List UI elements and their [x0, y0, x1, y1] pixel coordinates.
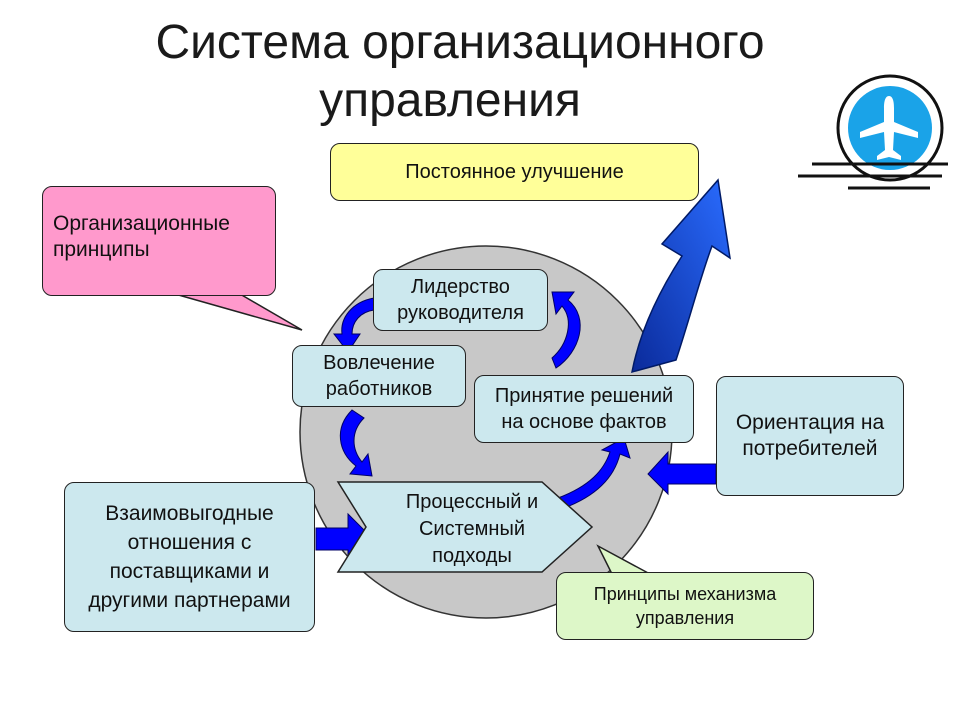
partners-label: Взаимовыгодные отношения с поставщиками …	[88, 502, 291, 612]
mechanism-label: Принципы механизма управления	[593, 584, 777, 628]
process-shape	[336, 481, 594, 573]
improvement-arrow-icon	[631, 178, 732, 374]
org-principles-label: Организационные принципы	[53, 212, 230, 261]
partners-box: Взаимовыгодные отношения с поставщиками …	[64, 482, 315, 632]
consumer-label: Ориентация на потребителей	[735, 411, 885, 460]
facts-box: Принятие решений на основе фактов	[474, 375, 694, 443]
facts-to-leader-arrow-icon	[551, 291, 581, 369]
page-title: Система организационного управления	[0, 14, 960, 130]
facts-label: Принятие решений на основе фактов	[494, 385, 674, 433]
involvement-label: Вовлечение работников	[323, 352, 435, 400]
consumer-box: Ориентация на потребителей	[716, 376, 904, 496]
leadership-label: Лидерство руководителя	[397, 276, 524, 324]
org-callout-pointer	[174, 293, 303, 331]
airplane-logo-icon	[798, 74, 948, 190]
consumer-arrow-icon	[647, 450, 717, 496]
improvement-label: Постоянное улучшение	[405, 161, 624, 183]
title-line-1: Система организационного	[155, 16, 765, 69]
title-line-2: управления	[319, 74, 581, 127]
involvement-box: Вовлечение работников	[292, 345, 466, 407]
leadership-box: Лидерство руководителя	[373, 269, 548, 331]
involve-to-process-arrow-icon	[339, 409, 373, 477]
mechanism-callout: Принципы механизма управления	[556, 572, 814, 640]
improvement-box: Постоянное улучшение	[330, 143, 699, 201]
process-to-facts-arrow-icon	[557, 437, 631, 509]
process-label: Процессный и Системный подходы	[405, 490, 539, 567]
org-principles-callout: Организационные принципы	[42, 186, 276, 296]
leader-to-involve-arrow-icon	[332, 297, 375, 353]
